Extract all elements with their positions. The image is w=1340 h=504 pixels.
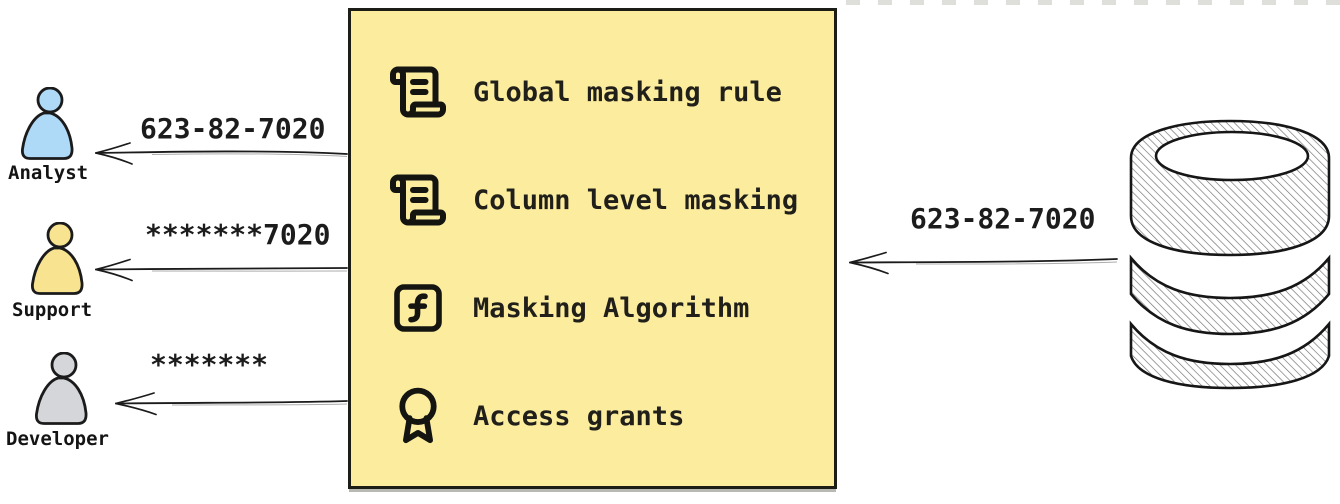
analyst-label: Analyst (8, 162, 89, 184)
support-label: Support (12, 299, 93, 321)
arrow-to-support (95, 258, 348, 282)
masking-box-item-algorithm: Masking Algorithm (387, 277, 834, 339)
analyst-person-icon (21, 87, 74, 160)
scroll-icon (387, 61, 449, 123)
masking-box-item-label: Global masking rule (473, 76, 782, 108)
database-icon (1129, 119, 1331, 390)
support-person-icon (31, 222, 84, 295)
scroll-icon (387, 169, 449, 231)
developer-label: Developer (6, 428, 109, 450)
database-outgoing-value: 623-82-7020 (910, 202, 1096, 235)
masking-rules-box: Global masking rule Column level masking (348, 8, 837, 489)
function-square-icon (387, 277, 449, 339)
masking-box-item-access-grants: Access grants (387, 385, 834, 447)
award-icon (387, 385, 449, 447)
developer-received-value: ******* (150, 348, 269, 381)
arrow-to-developer (115, 392, 348, 416)
masking-box-item-column-masking: Column level masking (387, 169, 834, 231)
masking-box-item-label: Masking Algorithm (473, 292, 750, 324)
analyst-received-value: 623-82-7020 (140, 112, 326, 145)
masking-box-item-global-rule: Global masking rule (387, 61, 834, 123)
arrow-to-analyst (95, 142, 348, 165)
masking-box-item-label: Column level masking (473, 184, 799, 216)
top-dashed-line (846, 0, 1340, 5)
developer-person-icon (35, 352, 88, 425)
arrow-from-database (849, 251, 1118, 275)
support-received-value: *******7020 (145, 218, 331, 251)
masking-box-item-label: Access grants (473, 400, 685, 432)
